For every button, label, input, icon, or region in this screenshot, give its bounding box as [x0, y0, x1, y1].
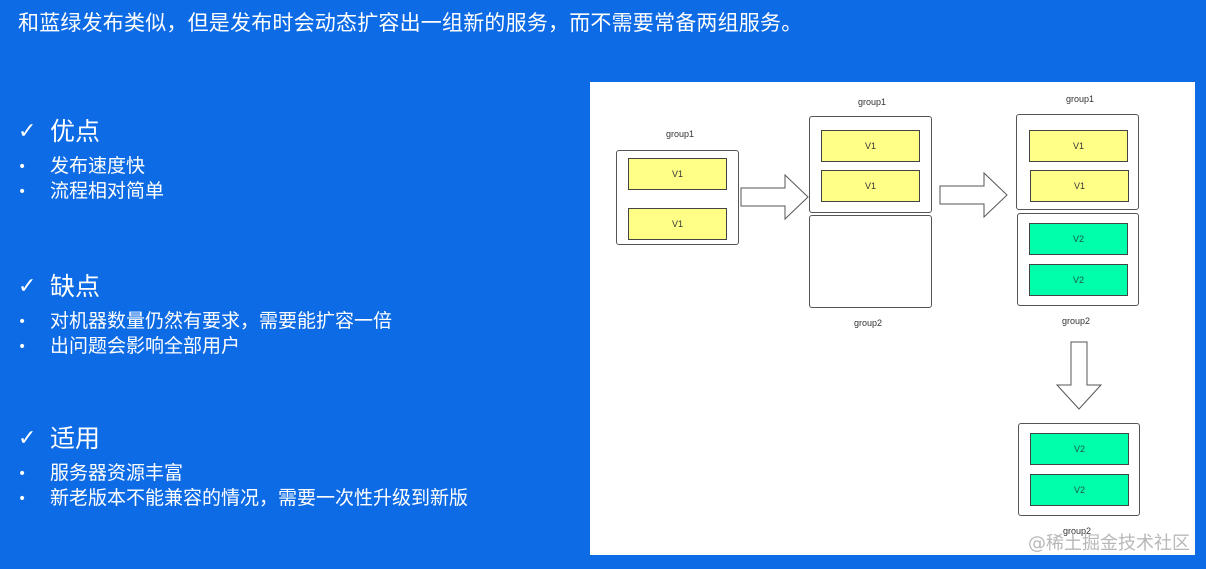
- stage2-group1-label: group1: [858, 97, 887, 107]
- section-title: 适用: [50, 424, 101, 453]
- bullet-icon: •: [18, 465, 27, 482]
- service-v2: V2: [1029, 264, 1128, 296]
- list-item: •流程相对简单: [18, 180, 165, 202]
- stage3-group1-label: group1: [1066, 94, 1095, 104]
- list-item: •新老版本不能兼容的情况，需要一次性升级到新版: [18, 487, 469, 509]
- list-item: •发布速度快: [18, 155, 146, 177]
- service-v1: V1: [821, 170, 920, 202]
- bullet-icon: •: [18, 490, 27, 507]
- check-icon: ✓: [18, 426, 37, 451]
- service-v2: V2: [1029, 223, 1128, 255]
- service-v2: V2: [1030, 433, 1129, 465]
- service-v2: V2: [1030, 474, 1129, 506]
- bullet-icon: •: [18, 338, 27, 355]
- service-v1: V1: [821, 130, 920, 162]
- bullet-icon: •: [18, 158, 27, 175]
- section-title: 缺点: [50, 272, 101, 301]
- bullet-icon: •: [18, 313, 27, 330]
- section-title: 优点: [50, 117, 101, 146]
- section-pros: ✓ 优点 •发布速度快 •流程相对简单: [18, 114, 164, 204]
- service-v1: V1: [1030, 170, 1129, 202]
- service-v1: V1: [628, 208, 727, 240]
- stage2-group2-label: group2: [854, 318, 883, 328]
- list-item: •服务器资源丰富: [18, 462, 184, 484]
- stage3-group2-label: group2: [1062, 316, 1091, 326]
- arrow-right-icon: [939, 172, 1008, 218]
- headline: 和蓝绿发布类似，但是发布时会动态扩容出一组新的服务，而不需要常备两组服务。: [18, 11, 803, 35]
- service-v1: V1: [1029, 130, 1128, 162]
- service-v1: V1: [628, 158, 727, 190]
- arrow-right-icon: [740, 174, 809, 220]
- stage4-group2-label: group2: [1063, 526, 1092, 536]
- arrow-down-icon: [1055, 341, 1103, 410]
- section-cons: ✓ 缺点 •对机器数量仍然有要求，需要能扩容一倍 •出问题会影响全部用户: [18, 269, 392, 359]
- deployment-diagram: group1 V1 V1 group1 V1 V1 group2 group1 …: [590, 82, 1195, 555]
- stage1-group1-label: group1: [666, 129, 695, 139]
- watermark: @稀土掘金技术社区: [1028, 533, 1190, 554]
- check-icon: ✓: [18, 274, 37, 299]
- bullet-icon: •: [18, 183, 27, 200]
- stage2-group2-box-empty: [809, 215, 932, 308]
- section-applicable: ✓ 适用 •服务器资源丰富 •新老版本不能兼容的情况，需要一次性升级到新版: [18, 421, 468, 511]
- check-icon: ✓: [18, 119, 37, 144]
- list-item: •出问题会影响全部用户: [18, 335, 241, 357]
- list-item: •对机器数量仍然有要求，需要能扩容一倍: [18, 310, 393, 332]
